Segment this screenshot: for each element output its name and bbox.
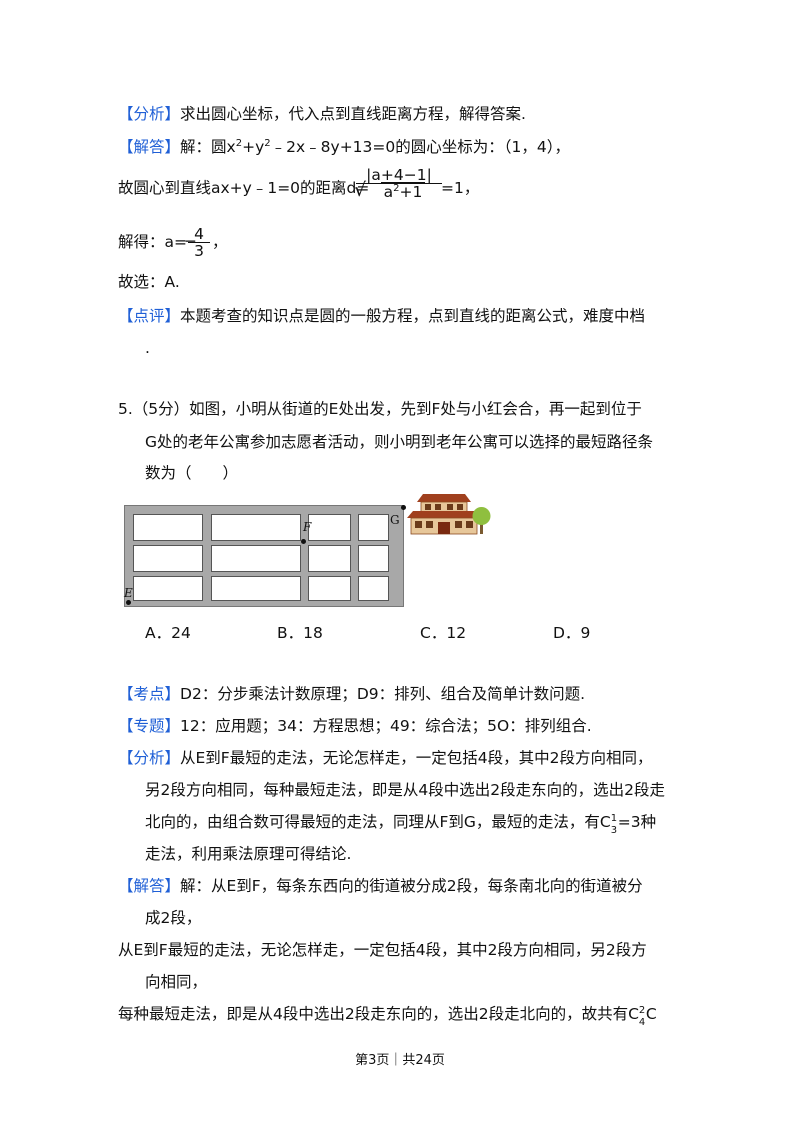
sqrt-sign: √ [354,179,367,201]
solve-text: 解得：a= [118,233,187,251]
option-letter: A． [145,624,172,642]
solution2-text: C [645,1005,657,1023]
review-continuation: . [145,339,150,357]
question-text: （5分）如图，小明从街道的E处出发，先到F处与小红会合，再一起到位于 [132,400,642,418]
solution2-text: 解：从E到F，每条东西向的街道被分成2段，每条南北向的街道被分 [180,877,643,895]
solution2-text: 每种最短走法，即是从4段中选出2段走东向的，选出2段走北向的，故共有C [118,1005,639,1023]
city-block [211,514,301,541]
solution-line-3: 解得：a= [118,232,187,252]
city-block [133,514,203,541]
distance-result: =1， [441,179,480,197]
senior-home-icon [407,494,491,535]
point-f-label: F [303,520,312,534]
fraction-denominator: √ a2+1 [354,179,442,201]
superscript: 1 [610,813,618,824]
option-value: 18 [303,624,323,642]
question-number: 5. [118,400,133,418]
den-tail: +1 [399,183,423,201]
a-denominator: 3 [194,242,204,260]
solve-comma: ， [212,233,228,251]
solution-text-part: +y [242,138,265,156]
city-block [358,576,389,601]
option-letter: C． [420,624,447,642]
question-line-1: 5.（5分）如图，小明从街道的E处出发，先到F处与小红会合，再一起到位于 [118,399,642,419]
solution-line-2: 故圆心到直线ax+y﹣1=0的距离d= [118,178,369,198]
analysis-tag: 【分析】 [118,105,181,123]
point-e-label: E [124,586,133,600]
solution-text-part: ﹣2x﹣8y+13=0的圆心坐标为：（1，4）， [270,138,570,156]
city-block [133,545,203,572]
superscript: 2 [638,1005,646,1016]
option-d: D．9 [553,621,590,643]
analysis2-line-1: 【分析】从E到F最短的走法，无论怎样走，一定包括4段，其中2段方向相同， [118,748,652,768]
analysis2-text: =3种 [617,813,657,831]
analysis2-line-4: 走法，利用乘法原理可得结论. [145,845,352,863]
review-text: 本题考查的知识点是圆的一般方程，点到直线的距离公式，难度中档 [180,307,646,325]
solution2-line-4: 向相同， [145,973,208,991]
solution-tag: 【解答】 [118,138,181,156]
analysis-line: 【分析】求出圆心坐标，代入点到直线距离方程，解得答案. [118,104,526,124]
analysis2-line-2: 另2段方向相同，每种最短走法，即是从4段中选出2段走东向的，选出2段走 [145,781,665,799]
zhuanti-line: 【专题】12：应用题；34：方程思想；49：综合法；5O：排列组合. [118,716,592,736]
analysis2-text: 从E到F最短的走法，无论怎样走，一定包括4段，其中2段方向相同， [180,749,653,767]
zhuanti-text: 12：应用题；34：方程思想；49：综合法；5O：排列组合. [180,717,592,735]
kaodian-tag: 【考点】 [118,685,181,703]
distance-fraction: |a+4−1| √ a2+1 [354,167,442,201]
point-f-marker [301,539,306,544]
option-c: C．12 [420,621,466,643]
a-fraction: − 4 3 [184,226,210,260]
review-line: 【点评】本题考查的知识点是圆的一般方程，点到直线的距离公式，难度中档 [118,306,645,326]
option-b: B．18 [277,621,323,643]
solution-text-part: 解：圆x [180,138,236,156]
neg-sign: − [184,232,197,250]
city-block [211,576,301,601]
city-block [358,514,389,541]
analysis2-text: 北向的，由组合数可得最短的走法，同理从F到G，最短的走法，有C [145,813,611,831]
den-base: a [383,183,394,201]
option-value: 9 [580,624,591,642]
solution2-line-3: 从E到F最短的走法，无论怎样走，一定包括4段，其中2段方向相同，另2段方 [118,941,647,959]
city-block [308,576,351,601]
a-numerator: 4 [188,226,210,243]
subscript: 3 [610,825,618,836]
page-footer: 第3页｜共24页 [355,1053,445,1068]
solution2-line-1: 【解答】解：从E到F，每条东西向的街道被分成2段，每条南北向的街道被分 [118,876,643,896]
den-superscript: 2 [393,182,400,194]
review-tag: 【点评】 [118,307,181,325]
street-grid-figure [124,505,404,607]
city-block [308,545,351,572]
question-line-2: G处的老年公寓参加志愿者活动，则小明到老年公寓可以选择的最短路径条 [145,433,654,451]
superscript: 2 [235,137,243,149]
superscript: 2 [264,137,271,149]
answer-line: 故选：A. [118,273,180,291]
point-e-marker [126,600,131,605]
point-g-marker [401,505,406,510]
option-a: A．24 [145,621,191,643]
fraction-numerator: |a+4−1| [356,167,442,184]
solution2-line-2: 成2段， [145,909,202,927]
subscript: 4 [638,1017,646,1028]
city-block [358,545,389,572]
analysis-text: 求出圆心坐标，代入点到直线距离方程，解得答案. [180,105,526,123]
point-g-label: G [390,513,400,527]
option-letter: D． [553,624,581,642]
solution-line-1: 【解答】解：圆x2+y2﹣2x﹣8y+13=0的圆心坐标为：（1，4）， [118,137,570,157]
solution2-tag: 【解答】 [118,877,181,895]
city-block [133,576,203,601]
option-value: 12 [446,624,467,642]
city-block [211,545,301,572]
zhuanti-tag: 【专题】 [118,717,181,735]
distance-text: 故圆心到直线ax+y﹣1=0的距离d= [118,179,370,197]
city-block [308,514,351,541]
option-value: 24 [171,624,191,642]
kaodian-text: D2：分步乘法计数原理；D9：排列、组合及简单计数问题. [180,685,586,703]
analysis2-tag: 【分析】 [118,749,181,767]
question-line-3: 数为（ ） [145,464,239,482]
option-letter: B． [277,624,304,642]
kaodian-line: 【考点】D2：分步乘法计数原理；D9：排列、组合及简单计数问题. [118,684,585,704]
